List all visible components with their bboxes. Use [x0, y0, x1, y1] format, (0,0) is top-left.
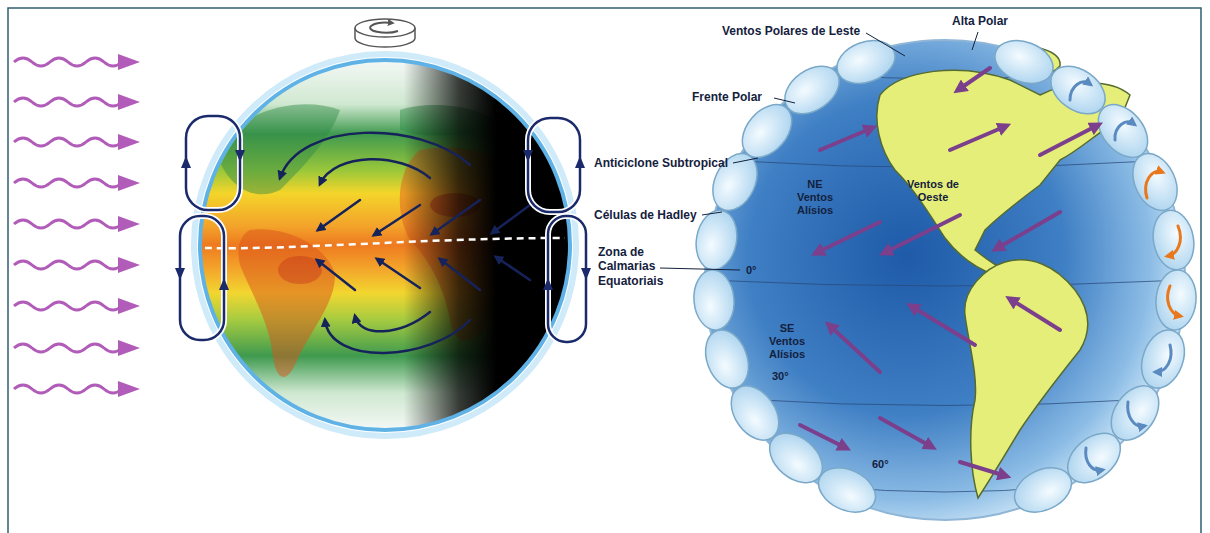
- day-night-globe: [194, 54, 576, 436]
- label-slot: Ventos de Oeste: [900, 178, 966, 204]
- general-circulation-globe: [691, 33, 1198, 521]
- label-slot: Frente Polar: [692, 90, 762, 104]
- cell-label: Células de Hadley: [594, 208, 697, 222]
- region-label: Alta Polar: [952, 14, 1008, 28]
- zone-label: Zona de Calmarias Equatoriais: [598, 245, 682, 288]
- label-slot: 60°: [872, 458, 889, 471]
- label-slot: Ventos Polares de Leste: [722, 24, 860, 38]
- americas-continent: [877, 46, 1130, 498]
- prevailing-wind-arrows: [800, 68, 1098, 476]
- front-label: Frente Polar: [692, 90, 762, 104]
- latitude-label: 30°: [772, 370, 789, 383]
- label-slot: Zona de Calmarias Equatoriais: [598, 245, 682, 288]
- label-slot: Alta Polar: [952, 14, 1008, 28]
- hadley-cell-loops: [175, 116, 591, 342]
- label-slot: Anticiclone Subtropical: [594, 156, 728, 170]
- leader-lines: [660, 32, 978, 270]
- label-slot: NE Ventos Alísios: [790, 178, 840, 218]
- circulation-cells: [691, 33, 1198, 521]
- label-slot: SE Ventos Alísios: [762, 322, 812, 362]
- wind-label: SE Ventos Alísios: [762, 322, 812, 362]
- latitude-label: 60°: [872, 458, 889, 471]
- solar-radiation-arrows: [14, 54, 140, 397]
- wind-label: NE Ventos Alísios: [790, 178, 840, 218]
- rotation-icon: [355, 19, 415, 47]
- frame-line: [8, 8, 1201, 533]
- wind-label: Ventos Polares de Leste: [722, 24, 860, 38]
- latitude-label: 0°: [746, 264, 757, 277]
- itcz-dashed-line: [205, 238, 565, 248]
- pressure-label: Anticiclone Subtropical: [594, 156, 728, 170]
- wind-label: Ventos de Oeste: [900, 178, 966, 204]
- label-slot: 30°: [772, 370, 789, 383]
- surface-wind-arrows: [280, 133, 530, 353]
- label-slot: Células de Hadley: [594, 208, 697, 222]
- label-slot: 0°: [746, 264, 757, 277]
- cell-circulation-arrows: [1070, 82, 1180, 470]
